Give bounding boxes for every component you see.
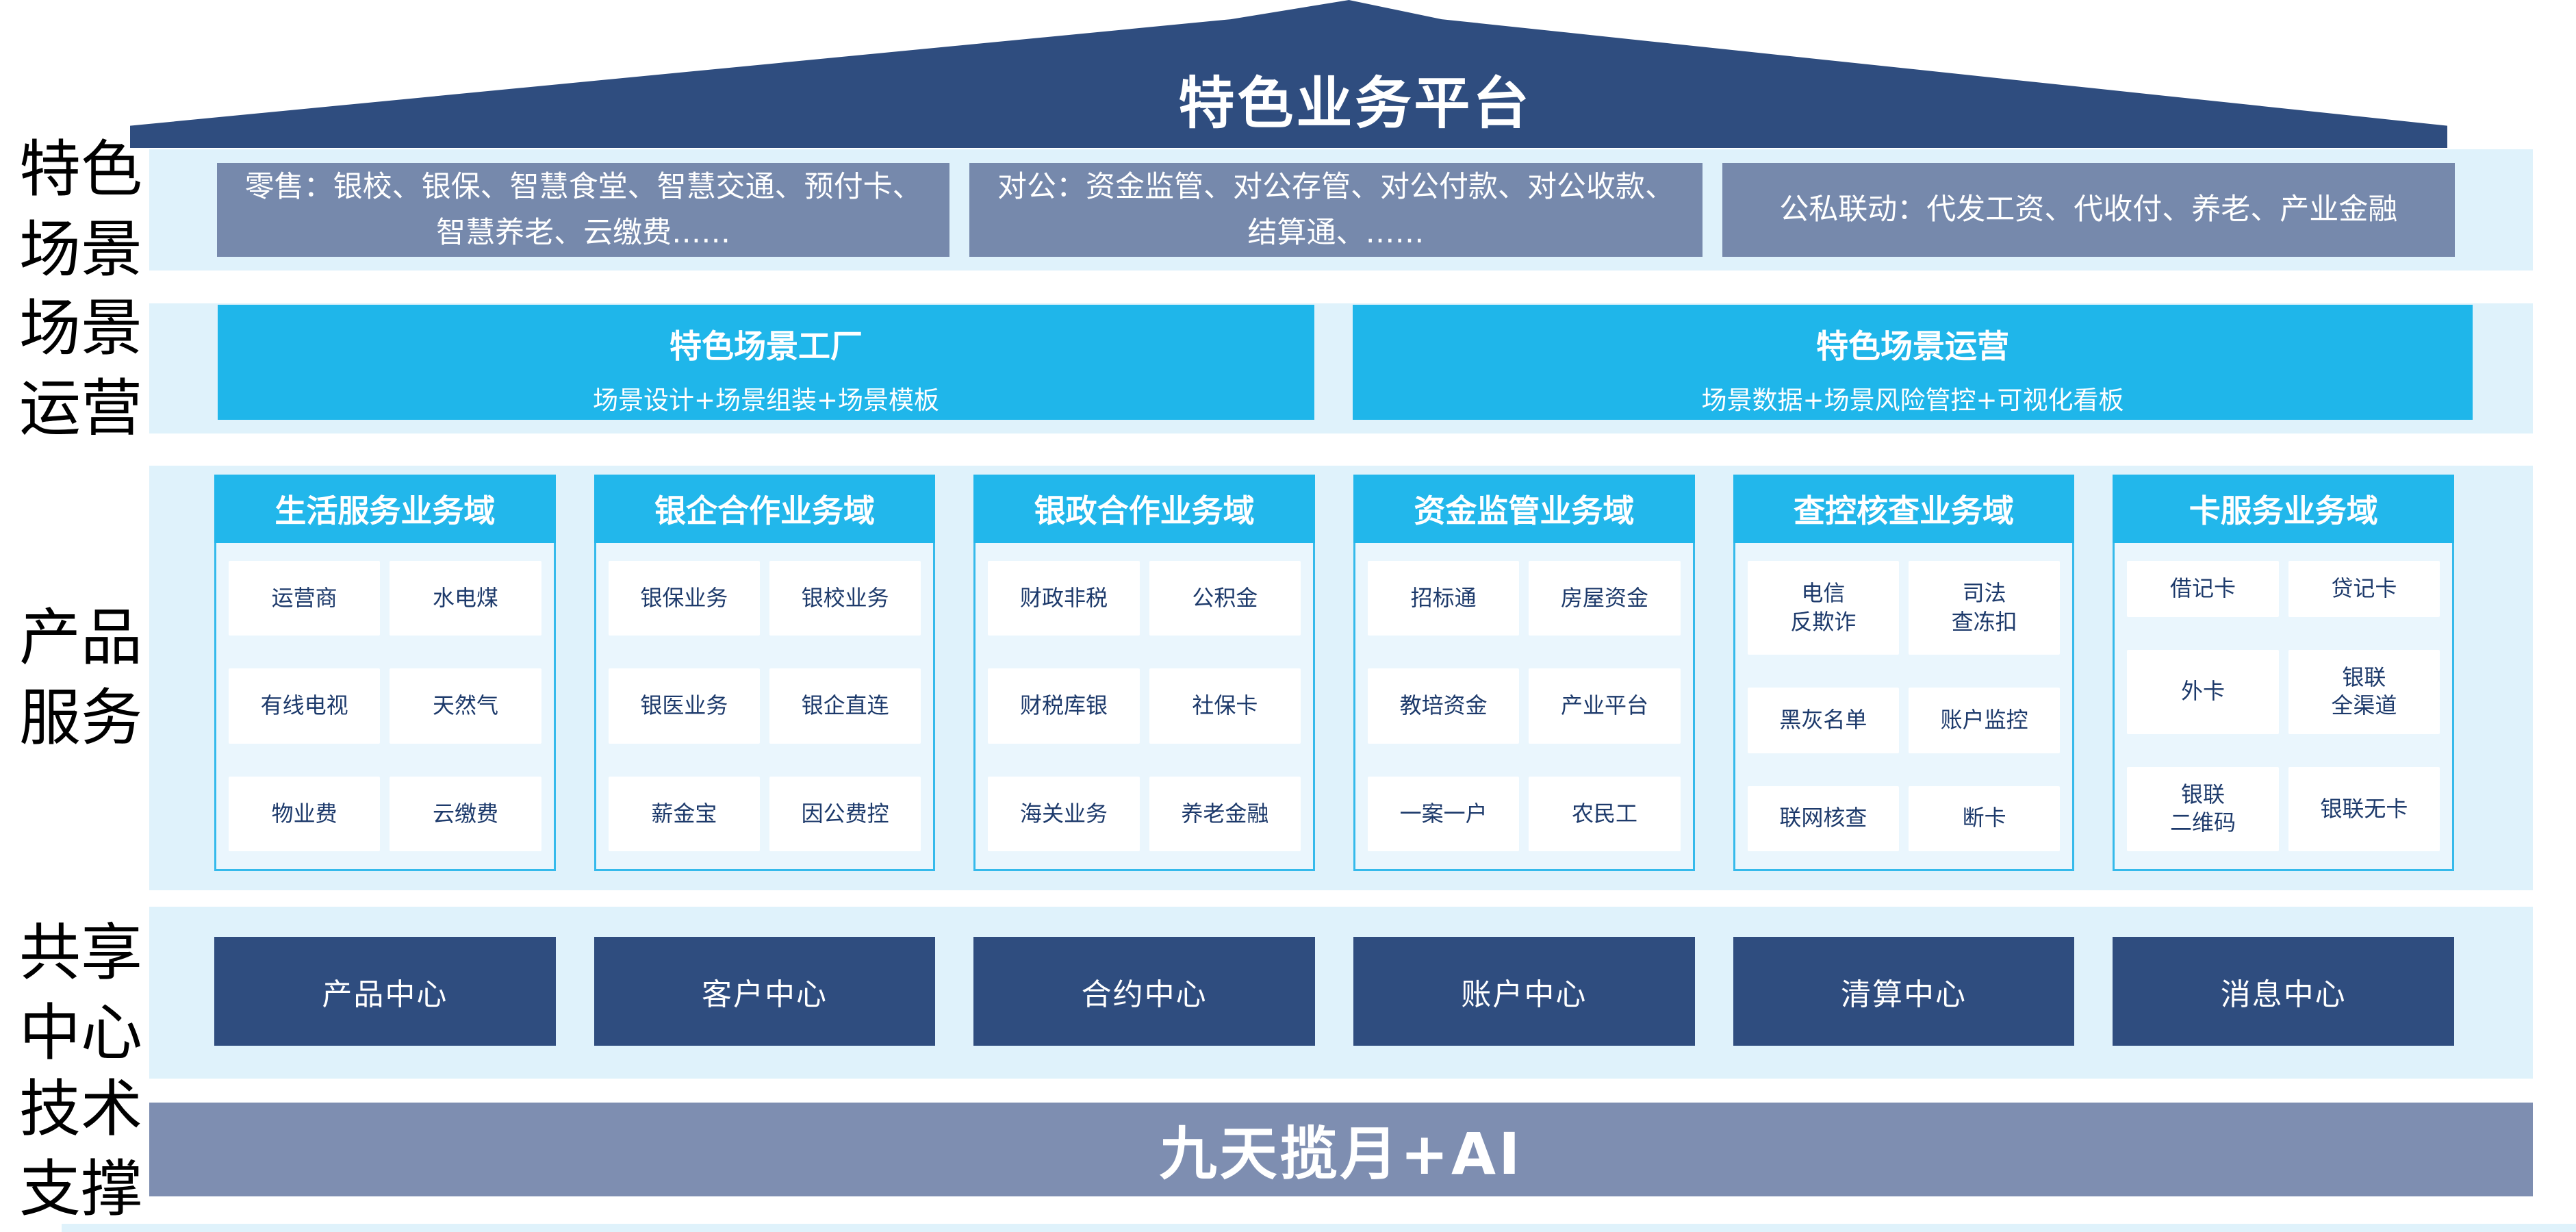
product-item: 物业费	[229, 776, 381, 851]
product-item: 因公费控	[769, 776, 921, 851]
product-item: 外卡	[2127, 649, 2279, 734]
product-column-body: 银保业务 银校业务 银医业务 银企直连 薪金宝 因公费控	[594, 543, 936, 871]
ops-box-scene-factory: 特色场景工厂 场景设计+场景组装+场景模板	[218, 305, 1314, 420]
product-item: 银联无卡	[2288, 766, 2440, 851]
product-column-body: 财政非税 公积金 财税库银 社保卡 海关业务 养老金融	[973, 543, 1316, 871]
product-column-header: 资金监管业务域	[1353, 475, 1695, 543]
product-item: 账户监控	[1909, 688, 2061, 753]
product-column-body: 电信 反欺诈 司法 查冻扣 黑灰名单 账户监控 联网核查 断卡	[1733, 543, 2075, 871]
ops-box-subtitle: 场景数据+场景风险管控+可视化看板	[1701, 386, 2124, 415]
product-column-inquiry-control: 查控核查业务域 电信 反欺诈 司法 查冻扣 黑灰名单 账户监控 联网核查 断卡	[1733, 475, 2075, 871]
product-column-fund-supervision: 资金监管业务域 招标通 房屋资金 教培资金 产业平台 一案一户 农民工	[1353, 475, 1695, 871]
product-column-header: 银政合作业务域	[973, 475, 1316, 543]
product-item: 运营商	[229, 561, 381, 636]
product-column-header: 查控核查业务域	[1733, 475, 2075, 543]
ops-box-subtitle: 场景设计+场景组装+场景模板	[592, 386, 939, 415]
product-item: 财政非税	[988, 561, 1140, 636]
center-box-customer: 客户中心	[594, 937, 936, 1046]
product-item: 贷记卡	[2288, 561, 2440, 617]
row-label-products: 产品 服务	[19, 602, 142, 754]
product-item: 银企直连	[769, 668, 921, 744]
product-item: 银联 全渠道	[2288, 649, 2440, 734]
product-item: 断卡	[1909, 785, 2061, 851]
products-band: 生活服务业务域 运营商 水电煤 有线电视 天然气 物业费 云缴费 银企合作业务域…	[149, 466, 2533, 890]
ops-box-scene-operation: 特色场景运营 场景数据+场景风险管控+可视化看板	[1353, 305, 2473, 420]
scene-box-public-private: 公私联动：代发工资、代收付、养老、产业金融	[1722, 163, 2455, 257]
platform-title: 特色业务平台	[1178, 71, 1532, 136]
product-column-header: 银企合作业务域	[594, 475, 936, 543]
product-column-header: 生活服务业务域	[214, 475, 556, 543]
product-item: 薪金宝	[608, 776, 760, 851]
scene-box-corporate: 对公：资金监管、对公存管、对公付款、对公收款、结算通、……	[969, 163, 1703, 257]
product-column-bank-government: 银政合作业务域 财政非税 公积金 财税库银 社保卡 海关业务 养老金融	[973, 475, 1316, 871]
row-label-centers: 共享 中心	[19, 917, 142, 1069]
row-label-operations: 场景 运营	[19, 292, 142, 444]
product-column-card-services: 卡服务业务域 借记卡 贷记卡 外卡 银联 全渠道 银联 二维码 银联无卡	[2113, 475, 2455, 871]
product-item: 云缴费	[390, 776, 541, 851]
tech-support-bar: 九天揽月+AI	[149, 1103, 2533, 1196]
center-box-account: 账户中心	[1353, 937, 1695, 1046]
product-item: 海关业务	[988, 776, 1140, 851]
product-item: 联网核查	[1747, 785, 1900, 851]
center-box-message: 消息中心	[2113, 937, 2455, 1046]
product-item: 水电煤	[390, 561, 541, 636]
product-item: 司法 查冻扣	[1909, 561, 2061, 655]
product-item: 招标通	[1368, 561, 1520, 636]
product-item: 借记卡	[2127, 561, 2279, 617]
scene-box-retail: 零售：银校、银保、智慧食堂、智慧交通、预付卡、智慧养老、云缴费……	[217, 163, 950, 257]
product-item: 银保业务	[608, 561, 760, 636]
product-item: 公积金	[1149, 561, 1301, 636]
bottom-strip	[62, 1224, 2576, 1232]
product-column-bank-enterprise: 银企合作业务域 银保业务 银校业务 银医业务 银企直连 薪金宝 因公费控	[594, 475, 936, 871]
product-item: 天然气	[390, 668, 541, 744]
product-column-life-services: 生活服务业务域 运营商 水电煤 有线电视 天然气 物业费 云缴费	[214, 475, 556, 871]
product-item: 黑灰名单	[1747, 688, 1900, 753]
product-item: 农民工	[1529, 776, 1681, 851]
product-item: 社保卡	[1149, 668, 1301, 744]
centers-band: 产品中心 客户中心 合约中心 账户中心 清算中心 消息中心	[149, 907, 2533, 1079]
center-box-contract: 合约中心	[973, 937, 1316, 1046]
row-label-tech: 技术 支撑	[19, 1073, 142, 1225]
operations-band: 特色场景工厂 场景设计+场景组装+场景模板 特色场景运营 场景数据+场景风险管控…	[149, 303, 2533, 433]
product-column-body: 运营商 水电煤 有线电视 天然气 物业费 云缴费	[214, 543, 556, 871]
product-column-body: 招标通 房屋资金 教培资金 产业平台 一案一户 农民工	[1353, 543, 1695, 871]
product-item: 银医业务	[608, 668, 760, 744]
center-box-product: 产品中心	[214, 937, 556, 1046]
product-item: 财税库银	[988, 668, 1140, 744]
product-item: 电信 反欺诈	[1747, 561, 1900, 655]
scenes-band: 零售：银校、银保、智慧食堂、智慧交通、预付卡、智慧养老、云缴费…… 对公：资金监…	[149, 149, 2533, 271]
product-item: 银联 二维码	[2127, 766, 2279, 851]
product-item: 银校业务	[769, 561, 921, 636]
product-item: 一案一户	[1368, 776, 1520, 851]
ops-box-title: 特色场景工厂	[669, 328, 863, 366]
product-item: 养老金融	[1149, 776, 1301, 851]
product-item: 有线电视	[229, 668, 381, 744]
product-column-header: 卡服务业务域	[2113, 475, 2455, 543]
ops-box-title: 特色场景运营	[1816, 328, 2009, 366]
product-item: 房屋资金	[1529, 561, 1681, 636]
product-item: 产业平台	[1529, 668, 1681, 744]
product-item: 教培资金	[1368, 668, 1520, 744]
row-label-scenes: 特色 场景	[19, 134, 142, 286]
product-column-body: 借记卡 贷记卡 外卡 银联 全渠道 银联 二维码 银联无卡	[2113, 543, 2455, 871]
center-box-clearing: 清算中心	[1733, 937, 2075, 1046]
